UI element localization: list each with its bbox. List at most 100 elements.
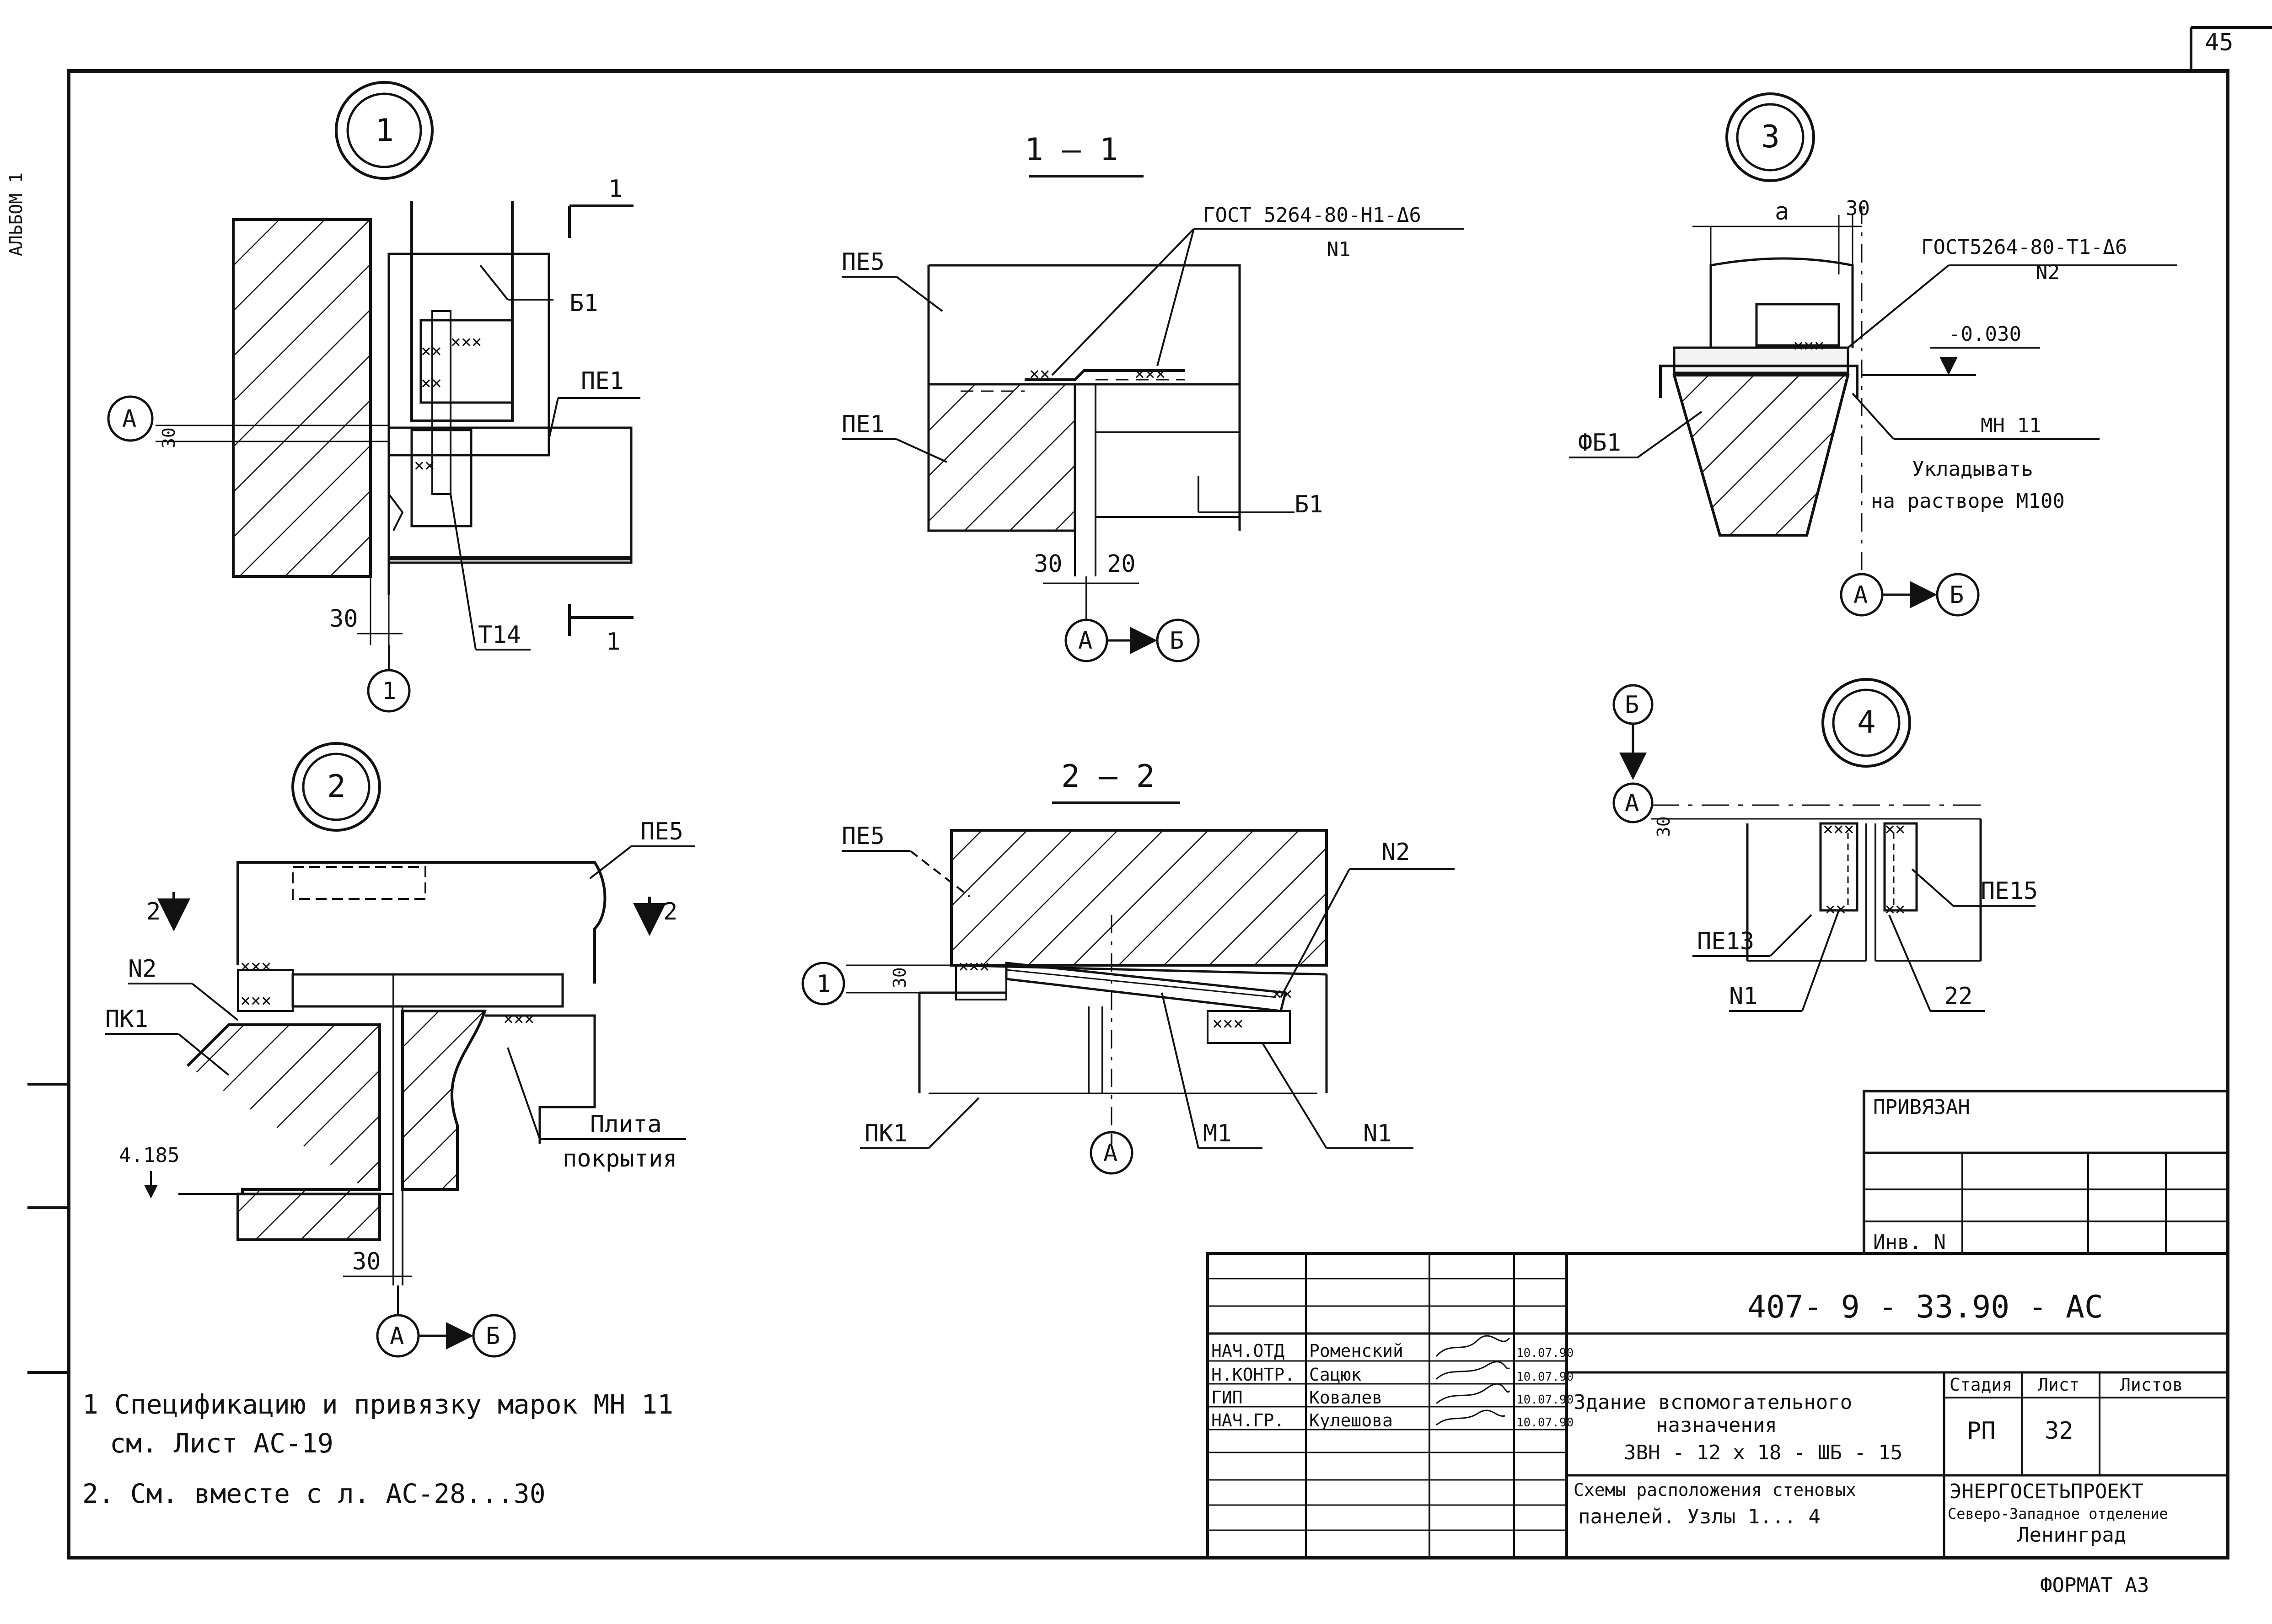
- svg-text:N1: N1: [1363, 1120, 1392, 1147]
- svg-text:Б: Б: [486, 1323, 500, 1350]
- svg-text:Б1: Б1: [569, 290, 598, 317]
- svg-text:30: 30: [1034, 550, 1063, 578]
- svg-text:А: А: [1625, 790, 1639, 817]
- svg-text:×××: ×××: [958, 956, 990, 976]
- svg-text:10.07.90: 10.07.90: [1516, 1346, 1574, 1360]
- building-name-line-1: Здание вспомогательного: [1574, 1391, 1852, 1414]
- svg-text:1: 1: [375, 113, 394, 149]
- signature-row: Н.КОНТР. Сацюк 10.07.90: [1211, 1361, 1574, 1385]
- node-4-marker: 4: [1821, 678, 1911, 768]
- svg-text:1: 1: [608, 175, 623, 203]
- svg-text:N1: N1: [1729, 983, 1758, 1010]
- svg-text:Роменский: Роменский: [1309, 1341, 1403, 1361]
- svg-text:4: 4: [1857, 704, 1876, 741]
- svg-text:N2: N2: [128, 955, 157, 983]
- album-label: АЛЬБОМ 1: [6, 172, 26, 256]
- signature-row: НАЧ.ОТД Роменский 10.07.90: [1211, 1335, 1574, 1361]
- node-2-marker: 2: [291, 742, 381, 832]
- svg-text:×××: ×××: [240, 990, 272, 1011]
- svg-text:Сацюк: Сацюк: [1309, 1365, 1362, 1385]
- section-1-1: 1 — 1 ××××× ГОСТ 5264-80-Н1-Δ6 N1 ПЕ5 ПЕ…: [842, 132, 1464, 662]
- note-line-1: 1 Спецификацию и привязку марок МН 11: [82, 1389, 673, 1420]
- svg-text:Б: Б: [1170, 627, 1184, 655]
- svg-text:×××: ×××: [503, 1009, 535, 1029]
- svg-text:N2: N2: [1381, 839, 1410, 866]
- axis-a-to-b: А Б: [1064, 576, 1200, 662]
- svg-text:ПЕ1: ПЕ1: [581, 367, 624, 395]
- axis-a-to-b: А Б: [1840, 573, 1980, 617]
- svg-text:покрытия: покрытия: [563, 1145, 677, 1172]
- cut-line-2-right: 2: [633, 897, 677, 936]
- note-line-2: см. Лист АС-19: [110, 1428, 333, 1459]
- svg-text:Т14: Т14: [478, 621, 521, 649]
- svg-text:30: 30: [1846, 197, 1870, 220]
- axis-1-bubble: 1: [801, 962, 845, 1006]
- svg-text:ПЕ5: ПЕ5: [640, 818, 683, 845]
- note-line-3: 2. См. вместе с л. АС-28...30: [82, 1478, 546, 1509]
- svg-text:НАЧ.ГР.: НАЧ.ГР.: [1211, 1410, 1284, 1430]
- svg-text:N2: N2: [2036, 261, 2060, 284]
- svg-text:НАЧ.ОТД: НАЧ.ОТД: [1211, 1341, 1284, 1361]
- svg-text:30: 30: [890, 967, 910, 988]
- sheet-title-line-1: Схемы расположения стеновых: [1574, 1480, 1856, 1500]
- svg-text:30: 30: [1654, 816, 1674, 837]
- svg-text:Б: Б: [1950, 581, 1964, 609]
- format-label: ФОРМАТ А3: [2040, 1574, 2149, 1597]
- sheet-header: Лист: [2038, 1375, 2080, 1395]
- svg-text:2: 2: [327, 769, 346, 805]
- svg-text:ПЕ1: ПЕ1: [842, 411, 885, 438]
- svg-text:А: А: [122, 405, 136, 433]
- svg-text:А: А: [390, 1323, 404, 1350]
- node-2: 2 ×××××× ××× 4.185 2 2 ПЕ5 N2: [105, 742, 695, 1358]
- svg-text:Ковалев: Ковалев: [1309, 1387, 1382, 1408]
- organization-line-1: ЭНЕРГОСЕТЬПРОЕКТ: [1950, 1480, 2143, 1503]
- svg-text:30: 30: [159, 427, 179, 448]
- svg-text:Плита: Плита: [590, 1111, 662, 1138]
- svg-text:30: 30: [329, 605, 358, 633]
- svg-text:на растворе М100: на растворе М100: [1871, 489, 2065, 513]
- corner-sheet-number: 45: [2205, 29, 2234, 56]
- svg-text:××: ××: [1885, 899, 1906, 919]
- binding-box: ПРИВЯЗАН Инв. N: [1863, 1090, 2229, 1255]
- hatched-foundation: [1672, 374, 1850, 537]
- axis-a-to-b: А Б: [376, 1285, 516, 1358]
- section-2-2: 2 — 2 ××× ×× ××× ПЕ5 N2 30 1 ПК1: [801, 758, 1455, 1175]
- inventory-label: Инв. N: [1873, 1231, 1946, 1254]
- svg-text:××: ××: [1885, 819, 1906, 839]
- svg-text:××: ××: [414, 455, 435, 475]
- svg-text:А: А: [1078, 627, 1092, 655]
- notes: 1 Спецификацию и привязку марок МН 11 см…: [82, 1389, 673, 1509]
- organization-line-3: Ленинград: [2017, 1523, 2126, 1547]
- svg-text:×××: ×××: [1212, 1013, 1244, 1033]
- svg-text:ПЕ5: ПЕ5: [842, 248, 885, 276]
- svg-text:30: 30: [352, 1248, 381, 1275]
- svg-text:1: 1: [816, 970, 831, 998]
- svg-text:××: ××: [1029, 364, 1050, 384]
- svg-text:10.07.90: 10.07.90: [1516, 1393, 1574, 1407]
- svg-text:ПК1: ПК1: [865, 1120, 908, 1147]
- svg-text:×××: ×××: [1793, 335, 1825, 355]
- svg-text:ПЕ13: ПЕ13: [1697, 928, 1754, 955]
- svg-text:×××: ×××: [240, 956, 272, 976]
- hatched-panel: [950, 829, 1328, 967]
- svg-text:4.185: 4.185: [119, 1144, 179, 1167]
- svg-text:МН 11: МН 11: [1981, 414, 2041, 437]
- document-code: 407- 9 - 33.90 - АС: [1747, 1289, 2103, 1325]
- svg-text:10.07.90: 10.07.90: [1516, 1416, 1574, 1430]
- svg-text:ГОСТ 5264-80-Н1-Δ6: ГОСТ 5264-80-Н1-Δ6: [1203, 204, 1421, 227]
- node-1-marker: 1: [335, 81, 434, 180]
- node-3: 3 а 30 ××× -0.030 ГОСТ5264-80-Т1-Δ6 N2 Ф…: [1569, 92, 2177, 617]
- signature-row: ГИП Ковалев 10.07.90: [1211, 1383, 1574, 1408]
- svg-text:Укладывать: Укладывать: [1912, 457, 2033, 481]
- svg-text:3: 3: [1761, 119, 1780, 155]
- svg-text:1: 1: [606, 628, 620, 656]
- stage-header: Стадия: [1950, 1375, 2012, 1395]
- svg-text:×××: ×××: [451, 332, 482, 352]
- stage-value: РП: [1967, 1417, 1996, 1445]
- svg-text:-0.030: -0.030: [1949, 323, 2021, 346]
- svg-text:1: 1: [382, 678, 396, 705]
- svg-text:×××: ×××: [1823, 819, 1854, 839]
- svg-text:××: ××: [1825, 899, 1846, 919]
- svg-text:ПЕ15: ПЕ15: [1981, 877, 2038, 905]
